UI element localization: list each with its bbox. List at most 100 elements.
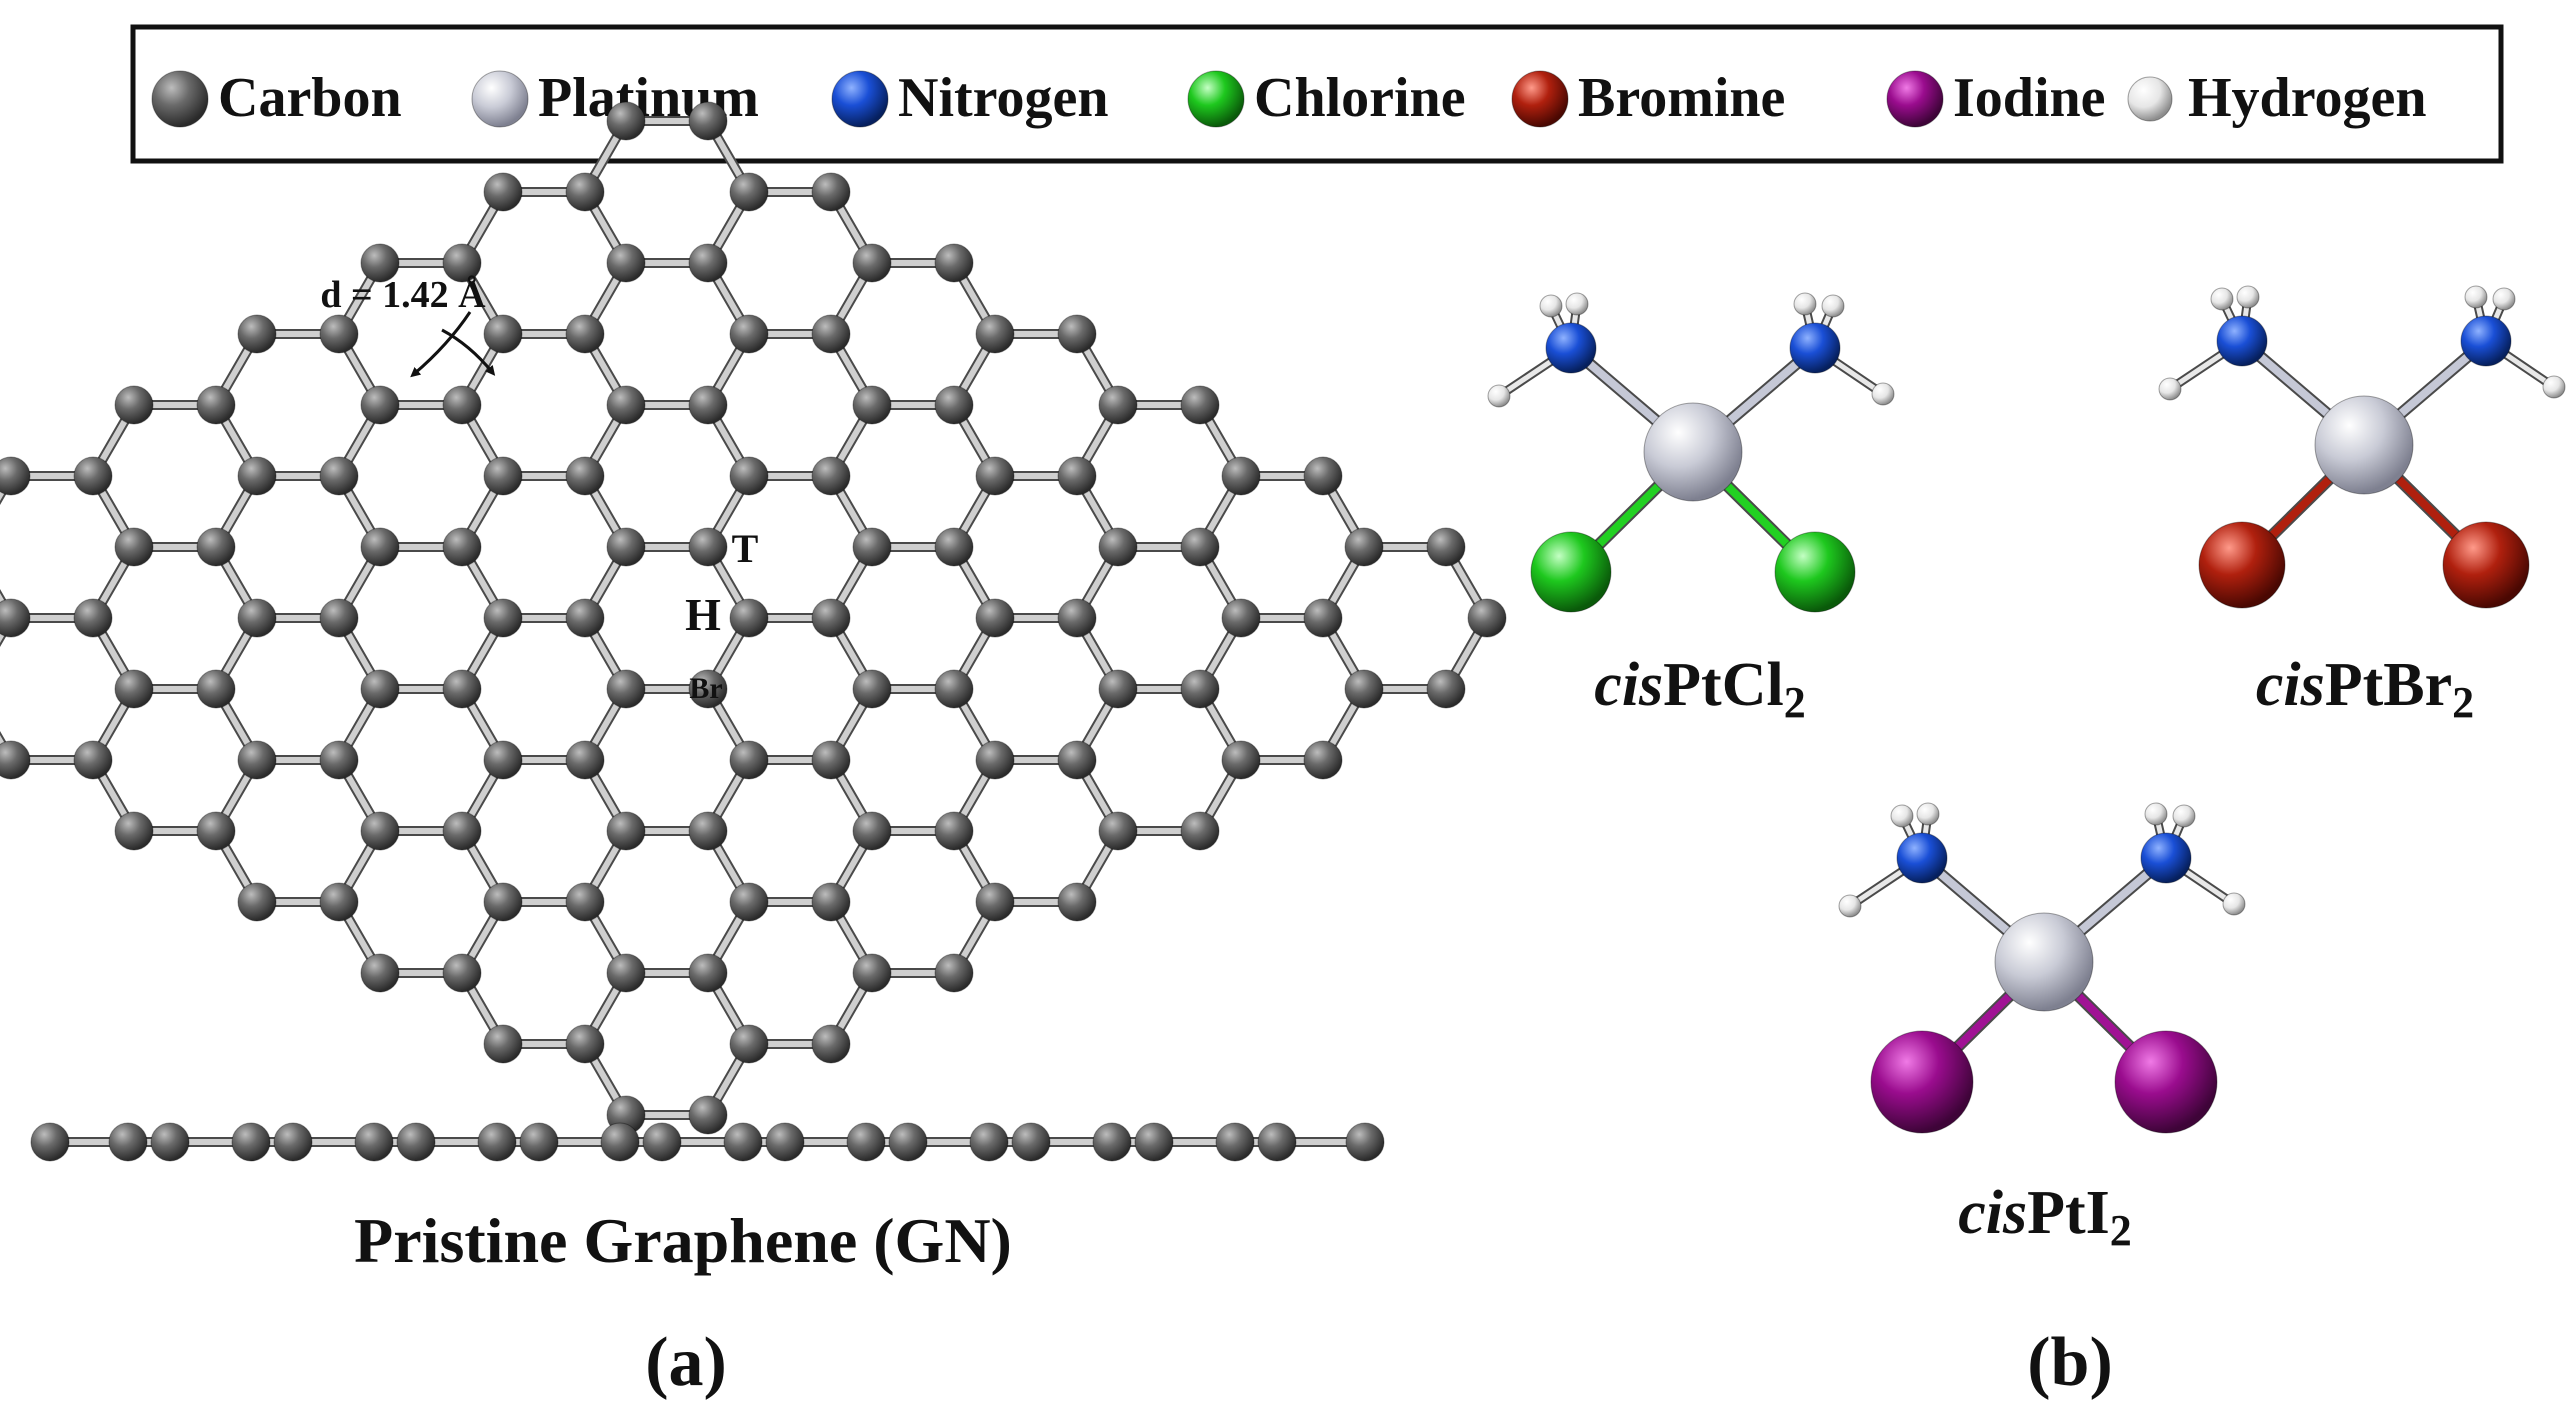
hydrogen-atom: [1487, 384, 1511, 408]
carbon-atom: [811, 1024, 851, 1064]
carbon-atom: [934, 669, 974, 709]
carbon-atom: [852, 527, 892, 567]
molecule-atoms: [1838, 802, 2246, 1134]
carbon-atom: [565, 172, 605, 212]
carbon-atom: [934, 811, 974, 851]
halogen-atom: [2114, 1030, 2218, 1134]
carbon-atom: [606, 527, 646, 567]
panel-b: cisPtCl 2 cisPtBr2 cisPtI2 (b): [1487, 285, 2566, 1401]
carbon-atom: [360, 385, 400, 425]
carbon-atom: [1221, 456, 1261, 496]
carbon-atom: [237, 598, 277, 638]
hydrogen-atom: [1838, 894, 1862, 918]
carbon-atom: [1426, 527, 1466, 567]
carbon-atom: [483, 882, 523, 922]
hydrogen-atom: [1539, 294, 1563, 318]
carbon-atom: [319, 598, 359, 638]
carbon-atom: [1303, 456, 1343, 496]
nitrogen-atom: [2216, 315, 2268, 367]
nitrogen-atom: [1545, 322, 1597, 374]
molecule-label-cispti2: cisPtI2: [1958, 1179, 2132, 1255]
carbon-atom: [1180, 385, 1220, 425]
carbon-atom: [1098, 385, 1138, 425]
legend-frame: [130, 24, 2504, 164]
carbon-atom: [319, 456, 359, 496]
carbon-atom: [852, 669, 892, 709]
bond-length-arrow: [410, 311, 472, 378]
carbon-atom: [0, 740, 31, 780]
molecule-atoms: [1487, 292, 1895, 613]
nitrogen-atom: [2140, 832, 2192, 884]
hydrogen-atom: [2464, 285, 2488, 309]
molecule-cisptcl2: [1487, 292, 1895, 613]
carbon-atom: [442, 811, 482, 851]
label-subscript: 2: [2110, 1206, 2132, 1255]
hydrogen-atom: [2236, 285, 2260, 309]
carbon-atom: [975, 598, 1015, 638]
halogen-atom: [2198, 521, 2286, 609]
carbon-atom: [360, 953, 400, 993]
carbon-atom: [934, 385, 974, 425]
carbon-atom: [688, 101, 728, 141]
carbon-atom: [565, 740, 605, 780]
carbon-atom: [196, 669, 236, 709]
carbon-atom: [114, 811, 154, 851]
nitrogen-atom: [1789, 322, 1841, 374]
carbon-atom: [688, 953, 728, 993]
carbon-atom: [196, 527, 236, 567]
legend-label-chlorine: Chlorine: [1254, 67, 1466, 129]
halogen-atom: [2442, 521, 2530, 609]
carbon-atom-side: [642, 1122, 682, 1162]
carbon-atom-side: [231, 1122, 271, 1162]
carbon-atom: [1057, 882, 1097, 922]
carbon-atom-side: [354, 1122, 394, 1162]
carbon-atom: [1221, 740, 1261, 780]
carbon-atom: [852, 385, 892, 425]
legend-swatch-hydrogen: [2127, 76, 2173, 122]
hydrogen-atom: [2210, 287, 2234, 311]
carbon-atom: [975, 882, 1015, 922]
carbon-atom: [606, 811, 646, 851]
carbon-atom: [237, 740, 277, 780]
label-prefix: cis: [1594, 651, 1663, 719]
graphene-top-view: [0, 101, 1507, 1135]
carbon-atom-side: [519, 1122, 559, 1162]
site-label-hollow: H: [685, 589, 721, 640]
carbon-atom: [688, 811, 728, 851]
legend-swatch-nitrogen: [831, 70, 889, 128]
carbon-atom: [729, 314, 769, 354]
carbon-atom: [606, 953, 646, 993]
carbon-atom: [0, 598, 31, 638]
label-subscript: 2: [2452, 678, 2474, 727]
hydrogen-atom: [2492, 287, 2516, 311]
legend-label-nitrogen: Nitrogen: [898, 67, 1109, 129]
carbon-atom: [729, 598, 769, 638]
carbon-atom: [729, 172, 769, 212]
molecule-cisptbr2: [2158, 285, 2566, 609]
legend-label-carbon: Carbon: [218, 67, 402, 129]
molecule-label-cisptbr2: cisPtBr2: [2256, 651, 2474, 727]
carbon-atom: [442, 953, 482, 993]
carbon-atom: [565, 456, 605, 496]
panel-b-label: (b): [2027, 1324, 2113, 1401]
carbon-atom: [360, 811, 400, 851]
carbon-atom: [1057, 314, 1097, 354]
carbon-atom: [729, 882, 769, 922]
carbon-atom: [114, 527, 154, 567]
molecule-cispti2: [1838, 802, 2246, 1134]
carbon-atom-side: [30, 1122, 70, 1162]
carbon-atom: [1467, 598, 1507, 638]
carbon-atom: [1057, 740, 1097, 780]
graphene-caption: Pristine Graphene (GN): [354, 1205, 1012, 1276]
carbon-atom: [1303, 740, 1343, 780]
carbon-atom-side: [846, 1122, 886, 1162]
carbon-atom: [319, 740, 359, 780]
carbon-atom: [483, 1024, 523, 1064]
carbon-atom: [811, 456, 851, 496]
carbon-atom: [852, 811, 892, 851]
site-label-bridge: Br: [689, 672, 722, 705]
label-formula: PtCl: [1663, 651, 1784, 719]
carbon-atom: [442, 669, 482, 709]
